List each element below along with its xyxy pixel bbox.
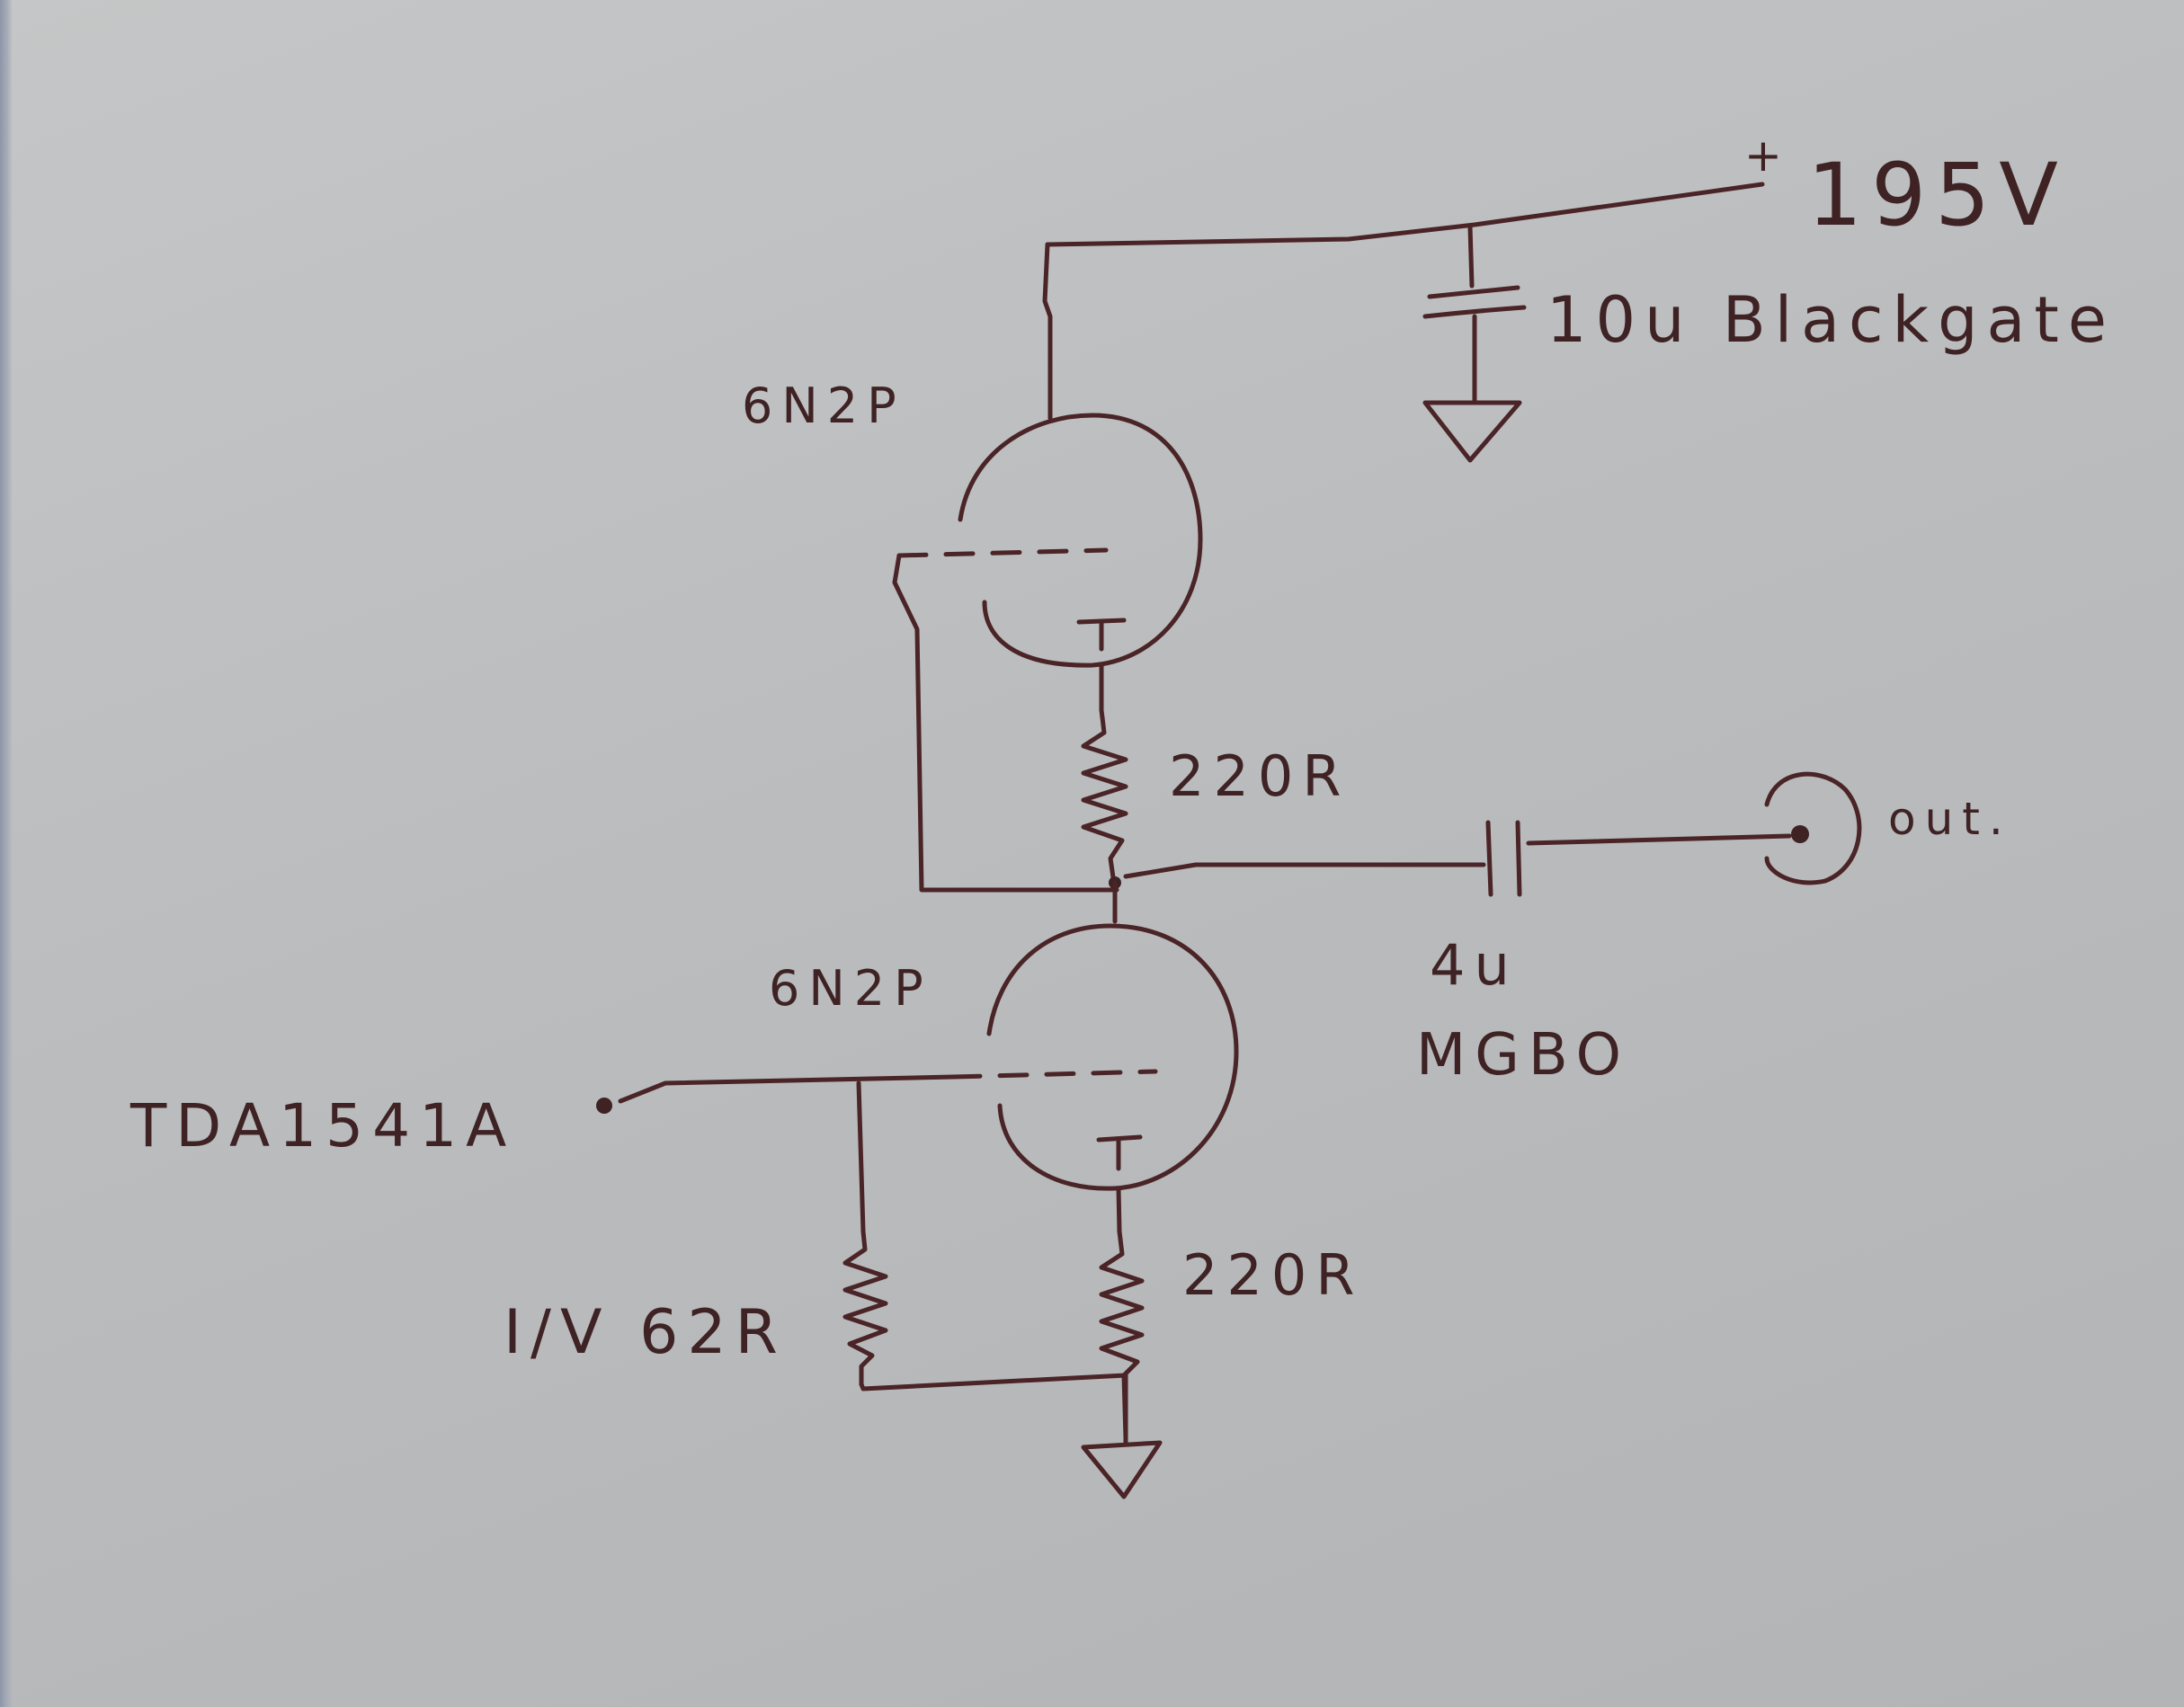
output-cap-wire-right	[1526, 833, 1792, 846]
output-jack-ring	[1764, 771, 1862, 885]
decoupling-capacitor	[1422, 224, 1527, 405]
ground-return-wire	[859, 1373, 1128, 1391]
paper-edge	[0, 0, 13, 1707]
label-output-cap-value: 4u	[1430, 932, 1519, 998]
label-output: out.	[1888, 793, 2012, 845]
tube-top-grid-feedback-wire	[892, 553, 1119, 893]
label-tube-bottom: 6N2P	[769, 960, 932, 1017]
output-jack-center	[1791, 825, 1809, 843]
tube-top-envelope	[958, 413, 1203, 668]
resistor-bottom-220r	[1099, 1229, 1145, 1441]
input-wire	[618, 1074, 956, 1104]
resistor-iv-62r	[842, 1229, 888, 1387]
output-cap-wire-left	[1123, 862, 1486, 879]
tube-top-grid	[896, 547, 1109, 558]
resistor-top-220r	[1081, 707, 1128, 893]
ground-symbol-bottom	[1081, 1440, 1163, 1499]
label-supply-voltage: 195V	[1807, 145, 2067, 245]
label-decoupling-capacitor: 10u Blackgate	[1547, 283, 2116, 357]
output-coupling-capacitor	[1485, 820, 1522, 897]
label-tube-top: 6N2P	[742, 378, 905, 434]
tube-top-cathode	[1076, 618, 1127, 713]
label-input: TDA1541A	[129, 1091, 515, 1160]
label-supply-plus: +	[1744, 129, 1791, 182]
tube-bottom-grid	[950, 1069, 1158, 1080]
label-resistor-iv: I/V 62R	[504, 1297, 787, 1368]
input-terminal	[596, 1098, 612, 1114]
label-resistor-top: 220R	[1169, 743, 1350, 809]
iv-resistor-wire-top	[856, 1080, 866, 1234]
label-output-cap-type: MGBO	[1416, 1022, 1630, 1089]
ground-symbol-top	[1422, 400, 1522, 463]
label-resistor-bottom: 220R	[1182, 1242, 1363, 1308]
plate-feed-wire	[1042, 242, 1053, 421]
tube-bottom-envelope	[986, 923, 1239, 1191]
tube-bottom-cathode	[1096, 1134, 1143, 1234]
supply-rail-wire	[1045, 182, 1765, 247]
